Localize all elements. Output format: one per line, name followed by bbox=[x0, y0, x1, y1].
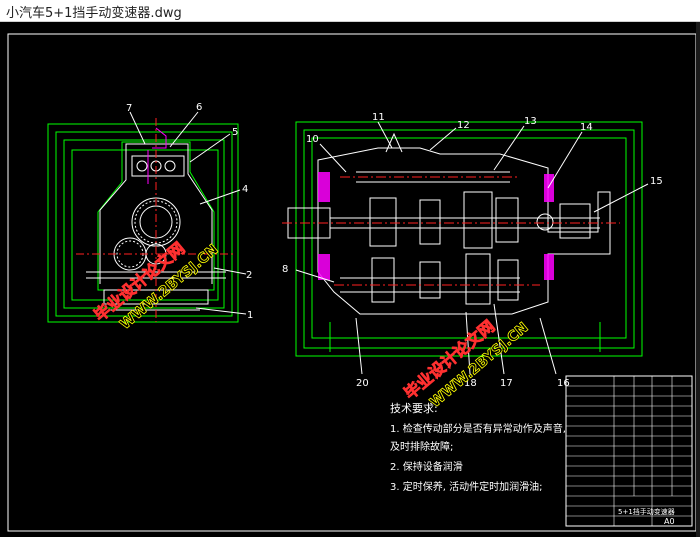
part-label-1: 1 bbox=[247, 310, 253, 321]
title-block: 5+1挡手动变速器 A0 bbox=[565, 375, 693, 527]
technical-requirements: 技术要求: 1. 检查传动部分是否有异常动作及声音, 及时排除故障; 2. 保持… bbox=[390, 402, 566, 493]
part-label-16: 16 bbox=[557, 378, 570, 389]
tech-req-line-2: 及时排除故障; bbox=[390, 440, 453, 453]
tech-req-line-1: 1. 检查传动部分是否有异常动作及声音, bbox=[390, 422, 566, 435]
drawing-name: 5+1挡手动变速器 bbox=[618, 507, 675, 516]
tech-req-line-4: 3. 定时保养, 活动件定时加润滑油; bbox=[390, 480, 542, 493]
part-label-8: 8 bbox=[282, 264, 288, 275]
part-label-13: 13 bbox=[524, 116, 537, 127]
cad-canvas[interactable]: 7 6 5 4 2 1 bbox=[0, 22, 700, 537]
part-label-7: 7 bbox=[126, 103, 132, 114]
part-label-15: 15 bbox=[650, 176, 663, 187]
sheet-size: A0 bbox=[664, 517, 675, 526]
window-title: 小汽车5+1挡手动变速器.dwg bbox=[6, 6, 182, 21]
cad-drawing: 7 6 5 4 2 1 bbox=[7, 33, 697, 532]
part-label-5: 5 bbox=[232, 127, 238, 138]
part-label-10: 10 bbox=[306, 134, 319, 145]
part-label-4: 4 bbox=[242, 184, 248, 195]
tech-req-heading: 技术要求: bbox=[390, 402, 438, 415]
part-label-11: 11 bbox=[372, 112, 385, 123]
part-label-6: 6 bbox=[196, 102, 202, 113]
part-label-2: 2 bbox=[246, 270, 252, 281]
section-view: 8 10 11 12 13 14 15 16 17 18 20 bbox=[282, 112, 663, 389]
watermarks: 毕业设计论文网 WWW.2BYSJ.CN 毕业设计论文网 WWW.2BYSJ.C… bbox=[90, 238, 532, 411]
part-label-20: 20 bbox=[356, 378, 369, 389]
part-label-17: 17 bbox=[500, 378, 513, 389]
drawing-frame bbox=[7, 33, 697, 532]
side-view: 7 6 5 4 2 1 bbox=[47, 102, 253, 323]
tech-req-line-3: 2. 保持设备润滑 bbox=[390, 460, 463, 473]
part-label-14: 14 bbox=[580, 122, 593, 133]
part-label-12: 12 bbox=[457, 120, 470, 131]
part-label-18: 18 bbox=[464, 378, 477, 389]
title-bar: 小汽车5+1挡手动变速器.dwg bbox=[0, 0, 700, 22]
vertical-scrollbar[interactable] bbox=[696, 22, 700, 537]
